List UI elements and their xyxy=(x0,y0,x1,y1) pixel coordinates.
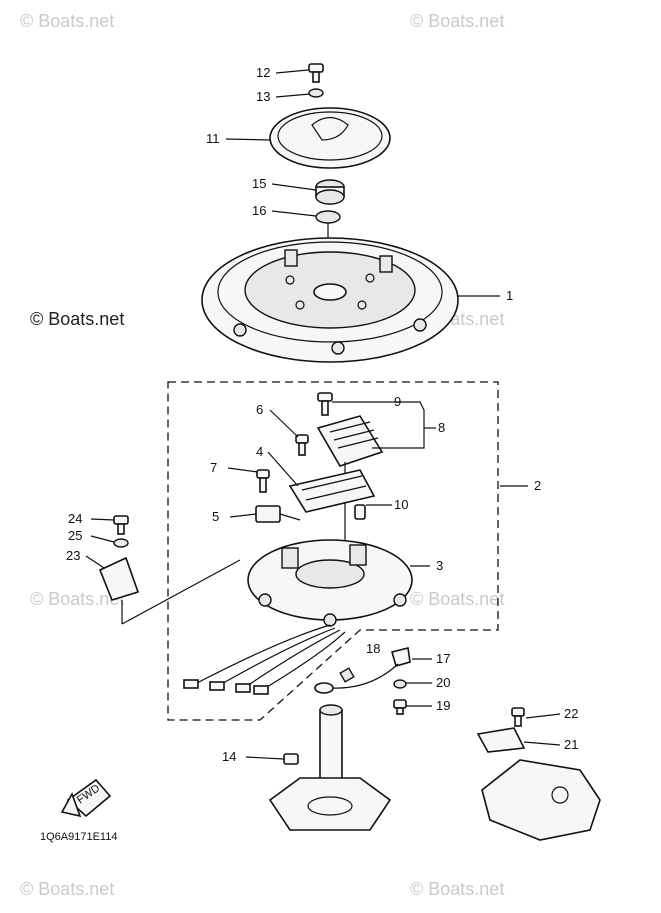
bolt-part-22 xyxy=(511,707,525,727)
washer-part-13 xyxy=(308,88,324,98)
callout-20: 20 xyxy=(436,675,450,690)
crankshaft-base xyxy=(268,704,392,831)
callout-23: 23 xyxy=(66,548,80,563)
callout-18: 18 xyxy=(366,641,380,656)
callout-11: 11 xyxy=(206,131,220,146)
callout-5: 5 xyxy=(212,509,219,524)
callout-4: 4 xyxy=(256,444,263,459)
ground-lead-part-17 xyxy=(314,647,411,694)
callout-6: 6 xyxy=(256,402,263,417)
watermark: © Boats.net xyxy=(20,879,114,899)
washer-part-25 xyxy=(113,538,129,548)
watermark: © Boats.net xyxy=(30,589,124,609)
clip-part-18 xyxy=(339,667,355,683)
bolt-part-12 xyxy=(308,63,324,83)
bolt-part-19 xyxy=(393,699,407,715)
callout-8: 8 xyxy=(438,420,445,435)
callout-3: 3 xyxy=(436,558,443,573)
screw-part-10 xyxy=(354,504,366,520)
key-part-14 xyxy=(283,753,299,765)
clamp-part-21 xyxy=(476,727,526,753)
callout-21: 21 xyxy=(564,737,578,752)
bolt-part-24 xyxy=(113,515,129,535)
engine-block-section xyxy=(481,759,601,841)
wire-harness xyxy=(183,624,346,695)
bracket-part-23 xyxy=(98,556,140,624)
screw-part-6 xyxy=(295,434,309,456)
callout-14: 14 xyxy=(222,749,236,764)
fwd-arrow-icon: FWD xyxy=(60,778,112,818)
flywheel-part-1 xyxy=(201,237,459,363)
stator-base-part-3 xyxy=(247,539,413,627)
watermark: © Boats.net xyxy=(410,589,504,609)
callout-15: 15 xyxy=(252,176,266,191)
charge-coil-part-8 xyxy=(316,415,384,540)
screw-part-7 xyxy=(256,469,270,493)
callout-13: 13 xyxy=(256,89,270,104)
watermark: © Boats.net xyxy=(20,11,114,31)
callout-9: 9 xyxy=(394,394,401,409)
callout-17: 17 xyxy=(436,651,450,666)
stator-assembly-box xyxy=(167,381,499,721)
callout-12: 12 xyxy=(256,65,270,80)
callout-7: 7 xyxy=(210,460,217,475)
pulser-coil-part-4 xyxy=(288,469,376,513)
flywheel-cover-part-11 xyxy=(269,107,391,169)
washer-part-20 xyxy=(393,679,407,689)
watermark: © Boats.net xyxy=(410,11,504,31)
callout-19: 19 xyxy=(436,698,450,713)
callout-24: 24 xyxy=(68,511,82,526)
leader-lines xyxy=(85,69,561,760)
callout-2: 2 xyxy=(534,478,541,493)
screw-part-9 xyxy=(317,392,333,416)
callout-22: 22 xyxy=(564,706,578,721)
callout-16: 16 xyxy=(252,203,266,218)
watermark: © Boats.net xyxy=(410,879,504,899)
callout-1: 1 xyxy=(506,288,513,303)
connector-part-5 xyxy=(255,505,301,523)
callout-10: 10 xyxy=(394,497,408,512)
diagram-code: 1Q6A9171E114 xyxy=(40,831,117,843)
nut-part-15 xyxy=(315,179,345,205)
watermark: © Boats.net xyxy=(30,309,124,329)
callout-25: 25 xyxy=(68,528,82,543)
callout-labels: 12 13 11 15 16 1 2 9 8 6 4 7 5 10 3 24 2… xyxy=(66,65,578,764)
washer-part-16 xyxy=(315,210,341,224)
